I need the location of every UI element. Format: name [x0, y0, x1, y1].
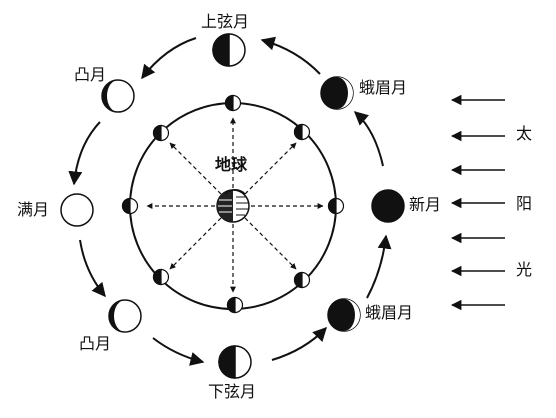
sunlight-label-1: 太 [516, 124, 533, 143]
full-moon-label: 满月 [17, 200, 50, 219]
full-moon-icon [60, 193, 94, 227]
orbit-moon-bottom [226, 296, 244, 314]
last-quarter-label: 下弦月 [208, 382, 257, 401]
orbit-moon-bottom-left [152, 268, 170, 286]
gibbous-upper-label: 凸月 [74, 65, 107, 84]
sunlight-label-2: 阳 [516, 194, 533, 213]
earth-icon [216, 189, 250, 223]
first-quarter-moon-icon [212, 33, 246, 67]
gibbous-lower-label: 凸月 [79, 334, 112, 353]
earth-label: 地球 [215, 155, 248, 174]
new-moon-label: 新月 [409, 195, 442, 214]
waxing-crescent-moon-icon [320, 76, 354, 110]
orbit-moons [121, 94, 345, 314]
gibbous-upper-moon-icon [101, 79, 135, 113]
last-quarter-moon-icon [218, 345, 252, 379]
orbit-moon-top-left [152, 124, 170, 142]
orbit-moon-bottom-right [293, 271, 311, 289]
orbit-moon-top [224, 94, 242, 112]
first-quarter-label: 上弦月 [201, 12, 250, 31]
waning-crescent-moon-icon [327, 298, 361, 332]
orbit-moon-left [121, 197, 139, 215]
new-moon-icon [371, 189, 405, 223]
sunlight-arrows [450, 94, 505, 311]
phase-moons [60, 33, 405, 379]
orbit-moon-top-right [293, 123, 311, 141]
gibbous-lower-moon-icon [108, 299, 142, 333]
waning-crescent-label: 蛾眉月 [365, 303, 414, 322]
orbit-moon-right [327, 197, 345, 215]
sunlight-label-3: 光 [516, 260, 533, 279]
waxing-crescent-label: 蛾眉月 [359, 78, 408, 97]
sight-rays [146, 117, 324, 293]
orbit-direction-arrows [68, 36, 392, 366]
